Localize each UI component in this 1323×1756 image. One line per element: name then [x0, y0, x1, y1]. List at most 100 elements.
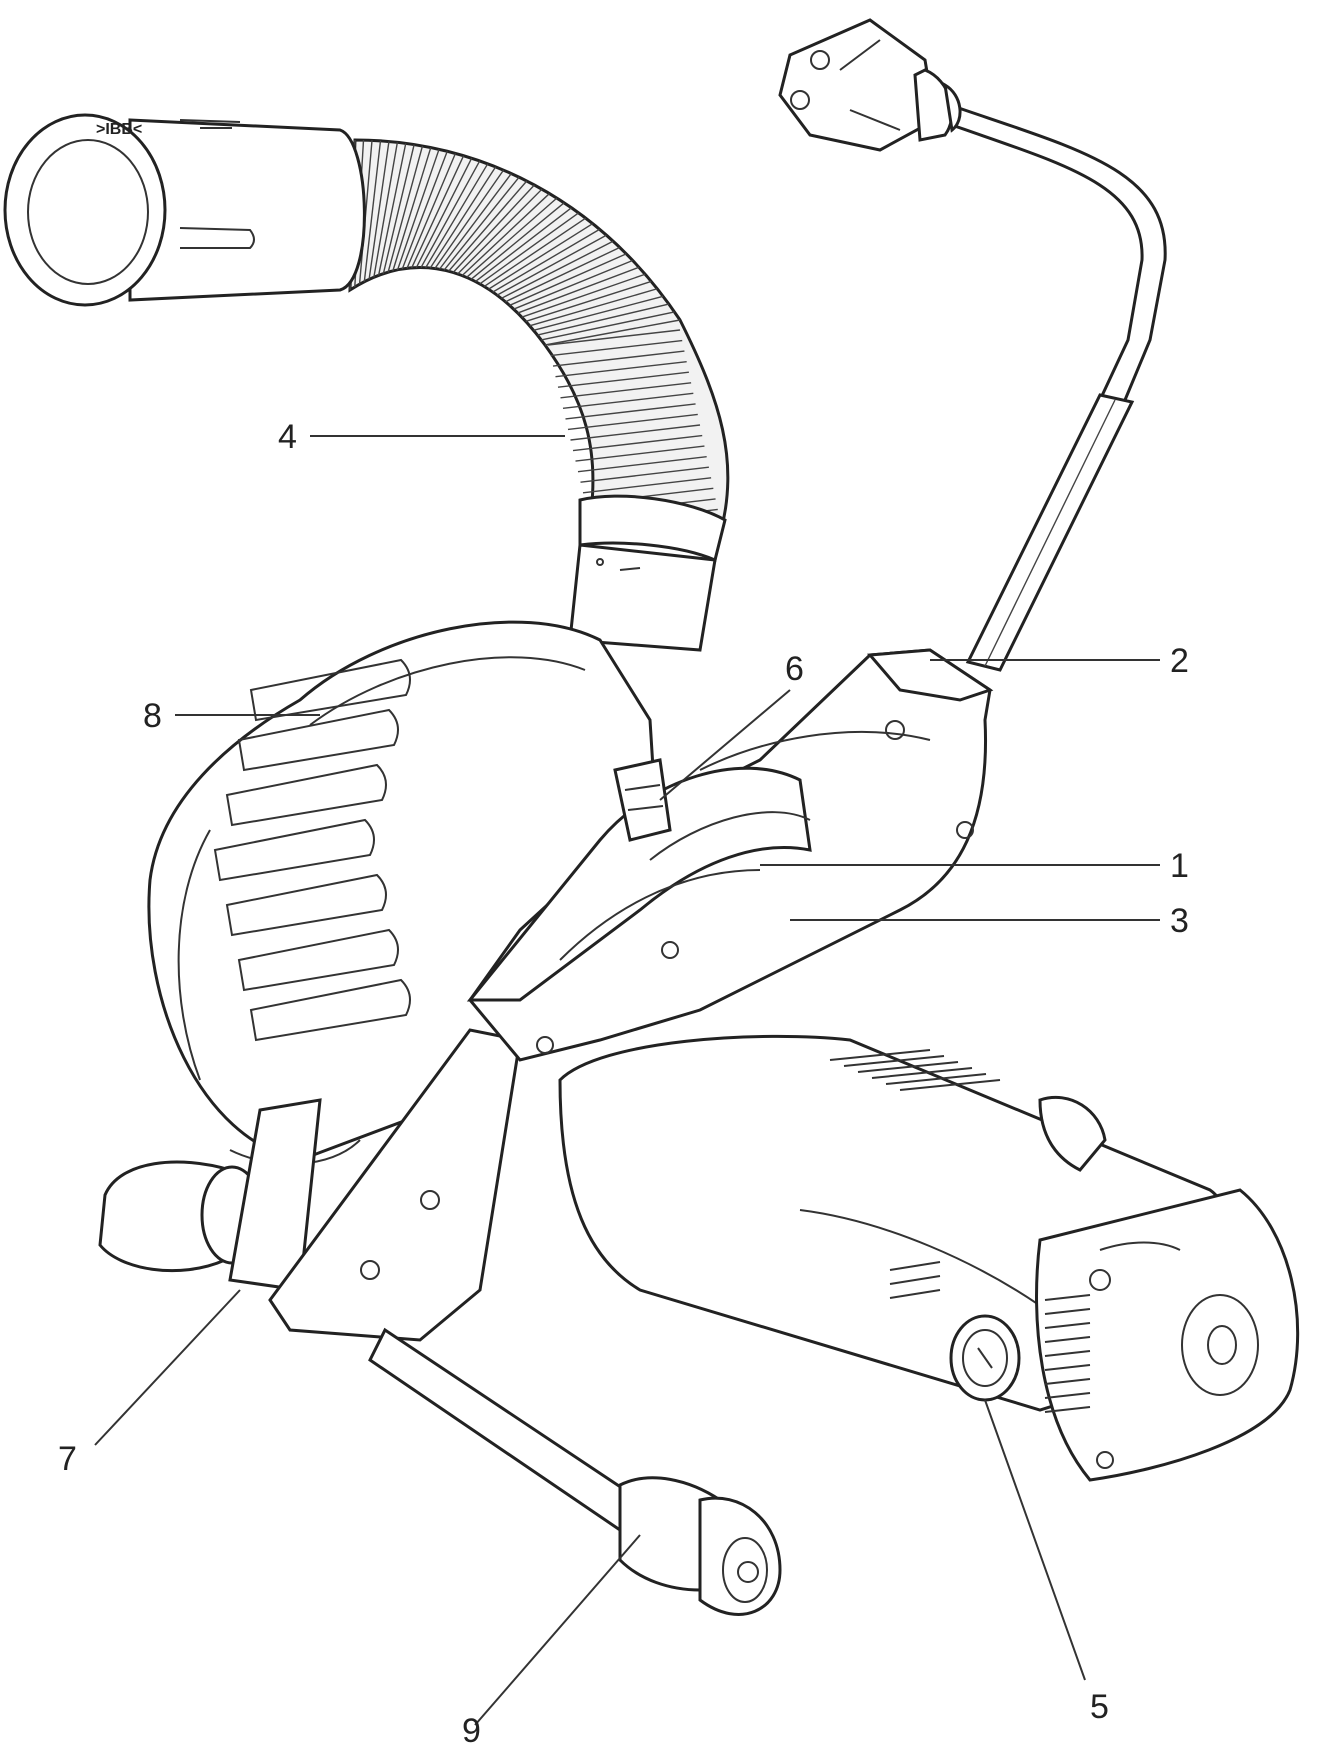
endcap-vent: [1044, 1308, 1091, 1315]
power-plug-icon: [778, 18, 962, 152]
housing-vent: [225, 763, 387, 827]
hose-rib: [552, 350, 685, 367]
hose-rib: [448, 180, 528, 272]
endcap-vent: [1044, 1406, 1091, 1413]
hose-rib: [509, 253, 627, 307]
motor-vent: [889, 1261, 941, 1271]
leader-6: [659, 689, 791, 801]
hose-rib: [411, 155, 465, 269]
hose-rib: [406, 153, 457, 269]
hose-rib: [420, 160, 481, 268]
hose-rib: [438, 173, 512, 270]
hose-rib: [474, 207, 572, 283]
hose-rib: [443, 176, 520, 271]
hose-rib: [488, 223, 593, 290]
front-bracket: [228, 1028, 522, 1342]
motor-vent: [899, 1079, 1001, 1091]
hose-nozzle: >IBB<: [3, 113, 366, 307]
hose-rib: [461, 193, 550, 277]
housing-vent: [249, 978, 411, 1042]
nozzle-mark: >IBB<: [96, 121, 142, 138]
callout-1: 1: [1170, 847, 1189, 885]
callout-7: 7: [58, 1440, 77, 1478]
hose-rib: [470, 202, 565, 280]
callout-6: 6: [785, 650, 804, 688]
rear-axle: [368, 1327, 782, 1616]
housing-vent: [249, 658, 411, 722]
hose-rib: [582, 477, 712, 494]
motor-vent: [889, 1275, 941, 1285]
hose-rib: [521, 273, 646, 318]
hose-rib: [382, 144, 415, 274]
hose-rib: [555, 360, 687, 378]
hose-rib: [434, 169, 505, 269]
hose-rib: [368, 141, 390, 280]
hose-rib: [392, 147, 432, 272]
locking-lever: [613, 758, 672, 842]
hose-rib: [567, 413, 698, 431]
endcap-vent: [1044, 1392, 1091, 1399]
hose-rib: [517, 266, 640, 314]
endcap-vent: [1044, 1294, 1091, 1301]
hose-rib: [479, 212, 579, 285]
hose-rib: [533, 295, 664, 332]
hose-rib: [565, 403, 696, 420]
callout-labels: 1 2 3 4 5 6 7 8 9: [58, 418, 1189, 1750]
hose-rib: [387, 145, 424, 273]
hose-rib: [513, 259, 633, 310]
callout-5: 5: [1090, 1688, 1109, 1726]
endcap-vent: [1044, 1364, 1091, 1371]
power-cable: [949, 103, 1167, 672]
hose-rib: [529, 288, 658, 327]
hose-rib: [572, 434, 703, 452]
hose-rib: [562, 392, 694, 410]
hose-collar: [568, 494, 727, 652]
rear-roller-right: [1038, 1095, 1107, 1172]
hose-rib: [544, 319, 681, 346]
hose-rib: [577, 455, 707, 473]
hose-rib: [570, 424, 701, 441]
hose-rib: [363, 140, 382, 282]
leader-lines: [94, 435, 1160, 1726]
housing-vent: [237, 928, 399, 992]
motor-vent: [829, 1049, 931, 1061]
hose-rib: [550, 339, 683, 357]
callout-4: 4: [278, 418, 297, 456]
callout-2: 2: [1170, 642, 1189, 680]
hose-rib: [575, 445, 705, 462]
motor-vent: [843, 1055, 945, 1067]
motor-vent: [857, 1061, 959, 1073]
callout-3: 3: [1170, 902, 1189, 940]
endcap-vent: [1044, 1322, 1091, 1329]
hose-rib: [496, 234, 607, 296]
leader-5: [984, 1399, 1086, 1681]
hose-rib: [415, 157, 473, 268]
hose-rib: [505, 246, 620, 303]
hose-rib: [373, 142, 399, 278]
motor-vent: [871, 1067, 973, 1079]
hose-rib: [483, 217, 587, 288]
motor-body: [558, 1034, 1300, 1482]
endcap-vent: [1044, 1378, 1091, 1385]
hose-rib: [425, 163, 489, 269]
hose-rib: [541, 311, 675, 341]
housing-vent: [225, 873, 387, 937]
hose-rib: [452, 184, 535, 273]
exhaust-hose: [348, 138, 730, 537]
hose-rib: [500, 240, 614, 300]
hose-rib: [560, 382, 692, 399]
power-switch: [949, 1314, 1021, 1402]
motor-vent: [885, 1073, 987, 1085]
housing-vent: [213, 818, 375, 882]
hose-rib: [466, 197, 558, 278]
leader-7: [94, 1289, 241, 1446]
hose-rib: [557, 371, 689, 388]
endcap-vent: [1044, 1350, 1091, 1357]
leader-9: [474, 1534, 641, 1726]
hose-rib: [492, 228, 600, 293]
motor-vent: [889, 1289, 941, 1299]
hose-rib: [537, 303, 670, 336]
hose-rib: [377, 143, 407, 276]
